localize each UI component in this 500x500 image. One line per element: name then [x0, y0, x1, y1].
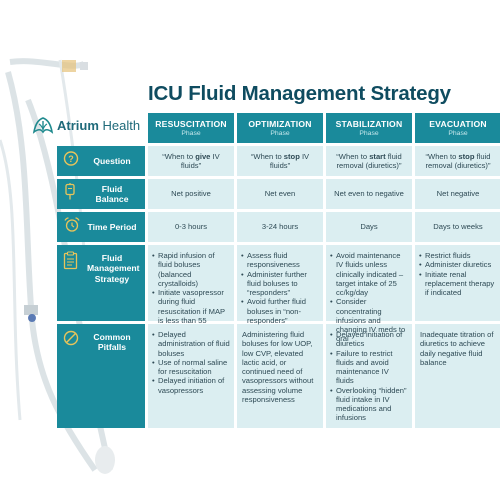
strategy-evacuation: Restrict fluids Administer diuretics Ini… [415, 245, 500, 321]
list-item: Initiate renal replacement therapy if in… [419, 270, 497, 298]
pitfalls-evacuation: Inadequate titration of diuretics to ach… [415, 324, 500, 428]
phase-header-optimization: OPTIMIZATION Phase [237, 113, 323, 143]
list-item: Use of normal saline for resuscitation [152, 358, 230, 377]
fluid-balance-evacuation: Net negative [415, 179, 500, 209]
list-item: Restrict fluids [419, 251, 497, 261]
list-item: Avoid maintenance IV fluids unless clini… [330, 251, 408, 297]
fluid-balance-optimization: Net even [237, 179, 323, 209]
phase-header-resuscitation: RESUSCITATION Phase [148, 113, 234, 143]
pitfalls-optimization: Administering fluid boluses for low UOP,… [237, 324, 323, 428]
list-item: Failure to restrict fluids and avoid mai… [330, 349, 408, 386]
list-item: Delayed initiation of diuretics [330, 330, 408, 349]
question-circle-icon: ? [63, 151, 79, 172]
time-period-optimization: 3-24 hours [237, 212, 323, 242]
row-header-strategy: Fluid Management Strategy [57, 245, 145, 321]
row-header-time-period: Time Period [57, 212, 145, 242]
question-evacuation: “When to stop fluid removal (diuretics)” [415, 146, 500, 176]
time-period-resuscitation: 0-3 hours [148, 212, 234, 242]
pitfalls-stabilization: Delayed initiation of diuretics Failure … [326, 324, 412, 428]
strategy-resuscitation: Rapid infusion of fluid boluses (balance… [148, 245, 234, 325]
list-item: Rapid infusion of fluid boluses (balance… [152, 251, 230, 288]
iv-bag-icon [63, 183, 77, 206]
question-stabilization: “When to start fluid removal (diuretics)… [326, 146, 412, 176]
list-item: Assess fluid responsiveness [241, 251, 319, 270]
fluid-strategy-table: RESUSCITATION Phase OPTIMIZATION Phase S… [57, 113, 500, 428]
list-item: Delayed administration of fluid boluses [152, 330, 230, 358]
fluid-balance-resuscitation: Net positive [148, 179, 234, 209]
row-header-pitfalls: Common Pitfalls [57, 324, 145, 428]
alarm-clock-icon [63, 217, 81, 238]
list-item: Avoid further fluid boluses in “non-resp… [241, 297, 319, 325]
strategy-optimization: Assess fluid responsiveness Administer f… [237, 245, 323, 325]
fluid-balance-stabilization: Net even to negative [326, 179, 412, 209]
table-corner [57, 113, 145, 143]
list-item: Administer diuretics [419, 260, 497, 270]
page-title: ICU Fluid Management Strategy [148, 82, 451, 105]
time-period-stabilization: Days [326, 212, 412, 242]
svg-text:?: ? [68, 154, 74, 164]
list-item: Administer further fluid boluses to “res… [241, 270, 319, 298]
atrium-health-logo-icon [32, 116, 54, 134]
phase-header-evacuation: EVACUATION Phase [415, 113, 500, 143]
list-item: Initiate vasopressor during fluid resusc… [152, 288, 230, 325]
time-period-evacuation: Days to weeks [415, 212, 500, 242]
question-optimization: “When to stop IV fluids” [237, 146, 323, 176]
list-item: Delayed initiation of vasopressors [152, 376, 230, 395]
list-item: Overlooking “hidden” fluid intake in IV … [330, 386, 408, 423]
clipboard-icon [63, 251, 78, 275]
strategy-stabilization: Avoid maintenance IV fluids unless clini… [326, 245, 412, 343]
brand-name: Atrium Health [57, 117, 141, 133]
brand-logo: Atrium Health [32, 116, 140, 134]
row-header-fluid-balance: Fluid Balance [57, 179, 145, 209]
prohibited-icon [63, 330, 79, 351]
pitfalls-resuscitation: Delayed administration of fluid boluses … [148, 324, 234, 428]
phase-header-stabilization: STABILIZATION Phase [326, 113, 412, 143]
question-resuscitation: “When to give IV fluids” [148, 146, 234, 176]
row-header-question: ? Question [57, 146, 145, 176]
